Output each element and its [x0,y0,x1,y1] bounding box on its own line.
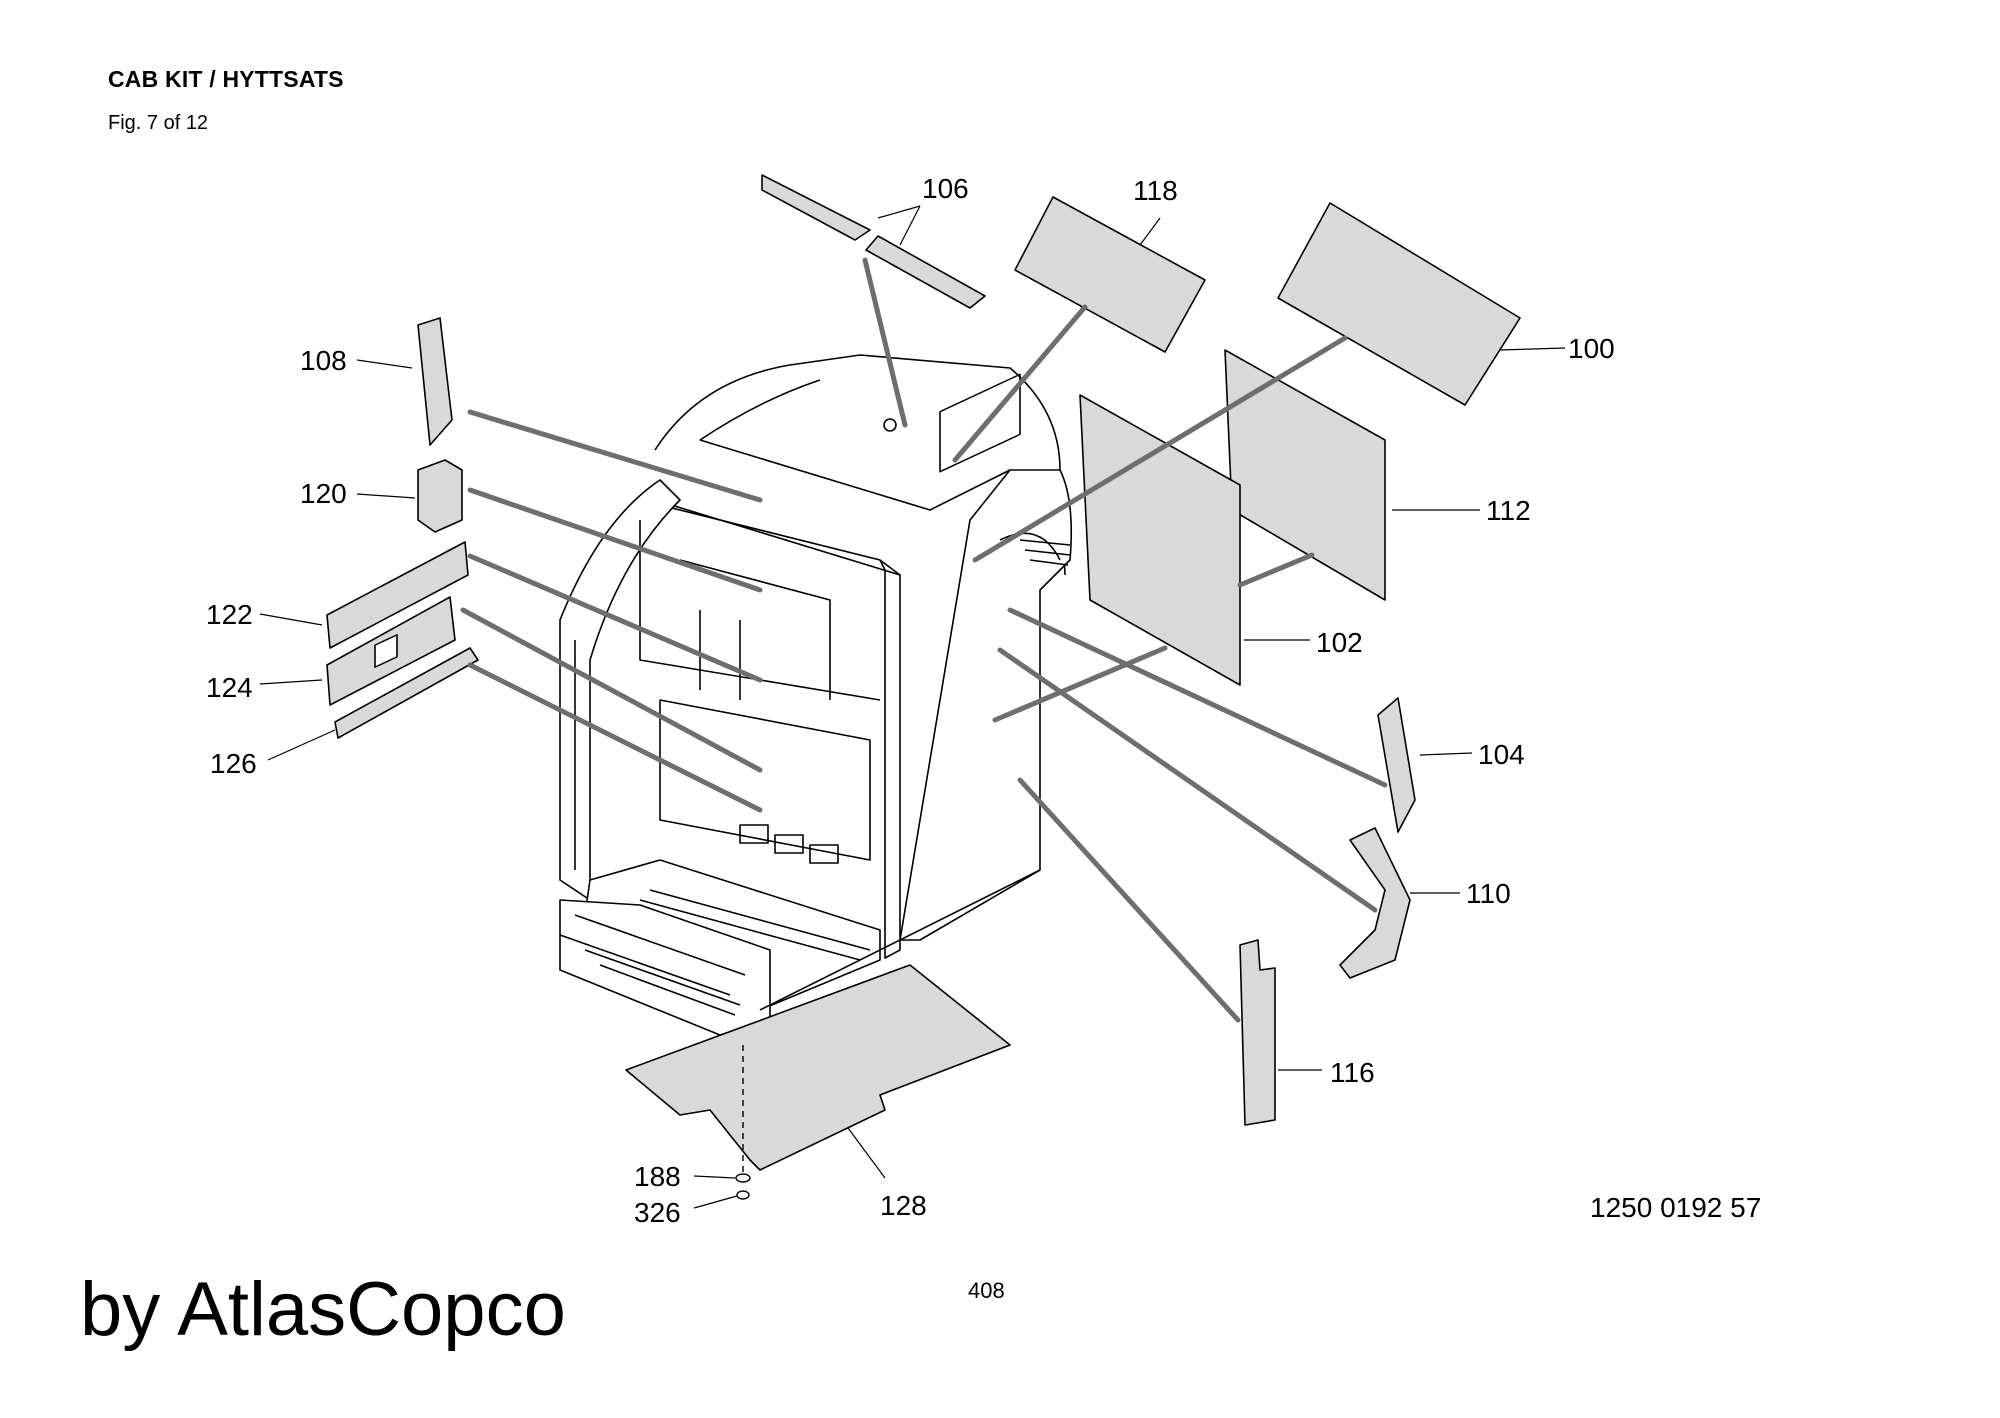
cab-body [559,354,1072,1036]
callout-120: 120 [300,478,347,509]
part-122 [326,541,469,649]
callout-112: 112 [1486,495,1531,526]
callout-labels: 106 118 100 112 102 104 110 116 108 120 … [206,173,1615,1228]
page-number: 408 [968,1278,1005,1303]
callout-100: 100 [1568,333,1615,364]
part-100 [1277,202,1521,406]
part-126 [334,647,479,739]
part-112 [1224,349,1386,601]
callout-102: 102 [1316,627,1363,658]
callout-326: 326 [634,1197,681,1228]
brand-text: by AtlasCopco [80,1267,566,1352]
part-106 [761,174,871,241]
fasteners [735,1045,751,1200]
callout-116: 116 [1330,1057,1375,1088]
callout-104: 104 [1478,739,1525,770]
part-326 [736,1190,750,1200]
callout-110: 110 [1466,878,1511,909]
part-102 [1079,394,1241,686]
callout-188: 188 [634,1161,681,1192]
part-104 [1377,697,1416,833]
position-leaders [460,257,1388,1023]
callout-108: 108 [300,345,347,376]
figure-caption: Fig. 7 of 12 [108,112,209,134]
part-106b [865,235,986,309]
page-title: CAB KIT / HYTTSATS [108,66,344,92]
callout-122: 122 [206,599,253,630]
callout-106: 106 [922,173,969,204]
callout-118: 118 [1133,175,1178,206]
callout-leaders [259,205,1566,1209]
part-128 [625,964,1011,1171]
part-110 [1339,827,1411,979]
callout-128: 128 [880,1190,927,1221]
parts [326,174,1521,1171]
part-108 [417,317,453,446]
part-116 [1239,939,1276,1126]
part-188 [735,1173,751,1183]
drawing-number: 1250 0192 57 [1590,1192,1762,1223]
part-120 [417,459,463,533]
part-118 [1014,196,1206,353]
callout-124: 124 [206,672,253,703]
callout-126: 126 [210,748,257,779]
